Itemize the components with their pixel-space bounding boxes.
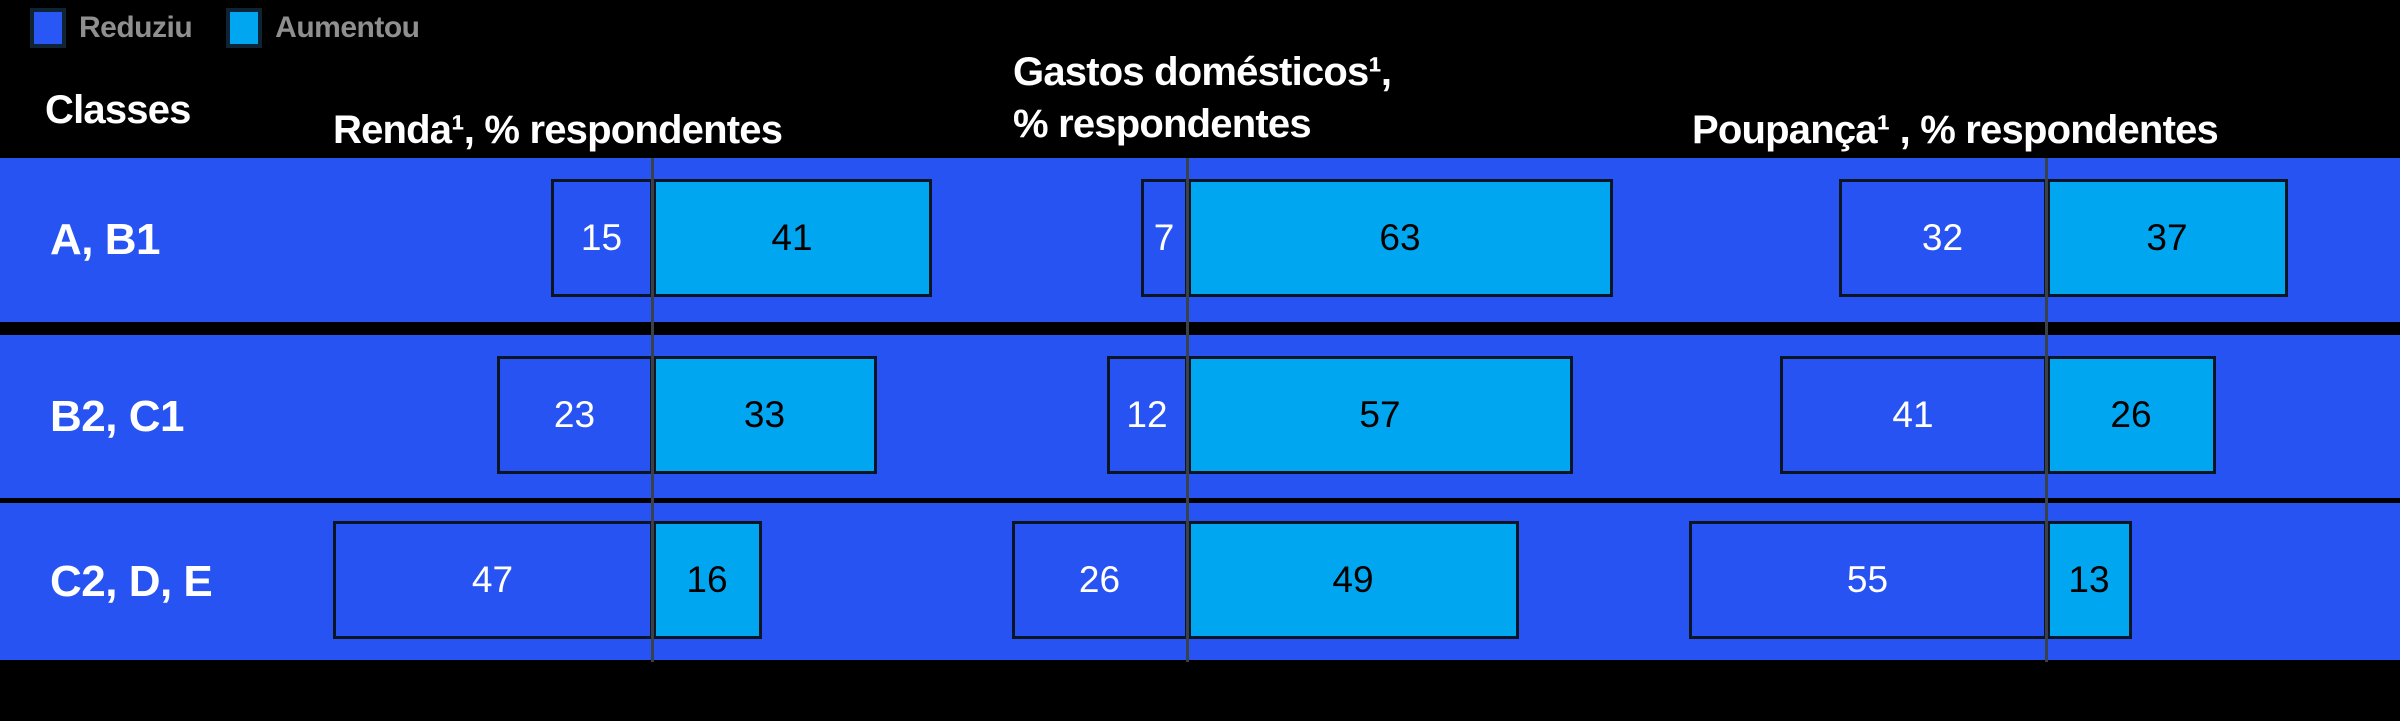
row-label: B2, C1	[50, 391, 184, 441]
legend-label-aumentou: Aumentou	[275, 11, 420, 44]
bar-reduziu-gastos: 12	[1106, 356, 1188, 474]
bar-reduziu-poupanca: 55	[1688, 521, 2047, 639]
bar-value: 23	[553, 394, 596, 435]
axis-line-gastos	[1186, 158, 1189, 662]
bar-value: 57	[1359, 394, 1401, 435]
legend: Reduziu Aumentou	[30, 8, 420, 48]
bar-aumentou-renda: 33	[652, 356, 877, 474]
bar-value: 7	[1153, 217, 1175, 258]
bar-reduziu-renda: 47	[332, 521, 653, 639]
row-label: C2, D, E	[50, 556, 213, 606]
bar-value: 26	[1078, 559, 1121, 600]
bar-value: 41	[771, 217, 813, 258]
bar-value: 41	[1892, 394, 1934, 435]
bar-value: 47	[471, 559, 514, 600]
bar-reduziu-poupanca: 32	[1838, 179, 2047, 297]
bar-value: 63	[1379, 217, 1421, 258]
bar-aumentou-renda: 16	[652, 521, 762, 639]
bar-value: 26	[2110, 394, 2152, 435]
row-band: A, B1 15 41 7 63 32 37	[0, 158, 2400, 322]
row-band: C2, D, E 47 16 26 49 55 13	[0, 503, 2400, 660]
bar-aumentou-poupanca: 37	[2046, 179, 2288, 297]
bar-reduziu-gastos: 26	[1011, 521, 1188, 639]
bar-value: 33	[743, 394, 786, 435]
axis-line-renda	[651, 158, 654, 662]
bar-value: 12	[1126, 394, 1168, 435]
bar-reduziu-poupanca: 41	[1779, 356, 2047, 474]
bar-value: 49	[1332, 559, 1374, 600]
column-header-poupanca: Poupança¹ , % respondentes	[1692, 108, 2219, 152]
bar-aumentou-gastos: 49	[1187, 521, 1519, 639]
bar-aumentou-poupanca: 26	[2046, 356, 2216, 474]
legend-item-aumentou: Aumentou	[226, 8, 420, 48]
legend-item-reduziu: Reduziu	[30, 8, 193, 48]
bar-value: 16	[686, 559, 728, 600]
bar-value: 32	[1921, 217, 1964, 258]
bar-reduziu-renda: 23	[496, 356, 653, 474]
column-header-renda: Renda¹, % respondentes	[333, 108, 783, 152]
bar-aumentou-renda: 41	[652, 179, 932, 297]
axis-line-poupanca	[2045, 158, 2048, 662]
bar-aumentou-gastos: 57	[1187, 356, 1573, 474]
legend-swatch-aumentou	[226, 8, 263, 48]
bar-reduziu-gastos: 7	[1140, 179, 1188, 297]
column-header-gastos: Gastos domésticos¹, % respondentes	[1013, 50, 1392, 146]
row-band: B2, C1 23 33 12 57 41 26	[0, 335, 2400, 498]
bar-aumentou-gastos: 63	[1187, 179, 1613, 297]
bar-aumentou-poupanca: 13	[2046, 521, 2132, 639]
bar-value: 13	[2068, 559, 2110, 600]
legend-label-reduziu: Reduziu	[79, 11, 193, 44]
bar-value: 55	[1846, 559, 1889, 600]
bar-value: 37	[2146, 217, 2188, 258]
column-header-classes: Classes	[45, 88, 191, 132]
bar-value: 15	[580, 217, 623, 258]
row-label: A, B1	[50, 215, 160, 264]
legend-swatch-reduziu	[30, 8, 66, 48]
bar-reduziu-renda: 15	[550, 179, 653, 297]
